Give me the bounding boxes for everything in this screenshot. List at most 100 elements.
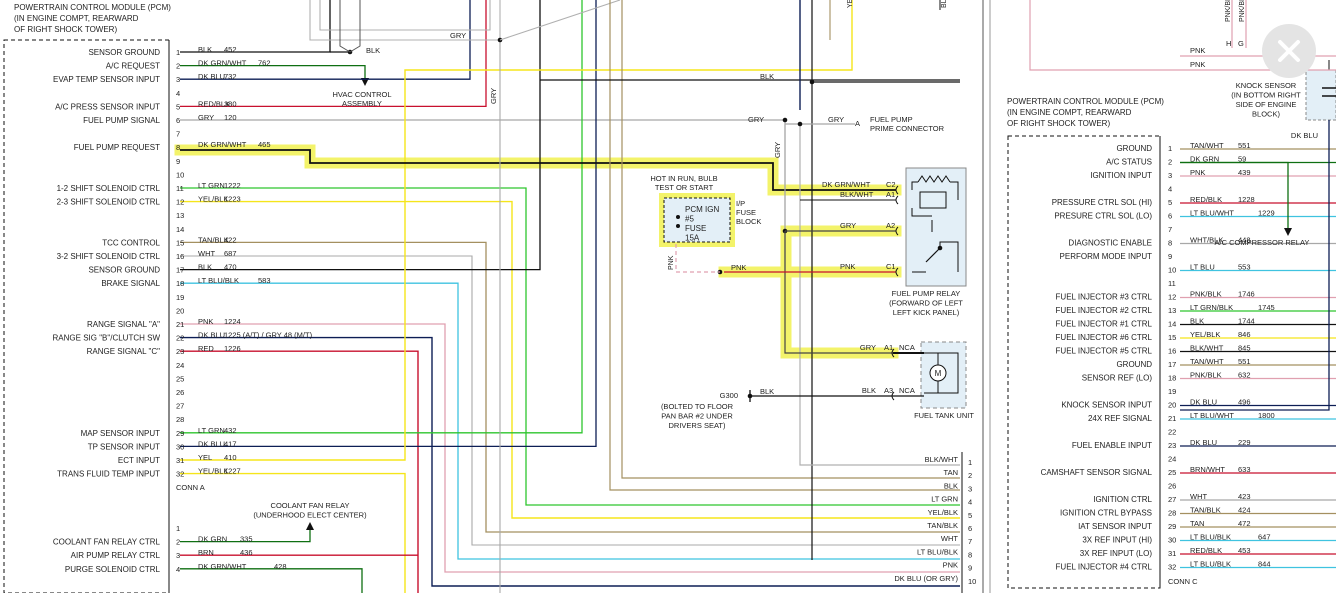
wire <box>180 323 960 573</box>
pin-label: A1 <box>886 190 895 199</box>
highlight-band <box>659 193 735 247</box>
wire-label: TAN/BLK <box>927 521 958 530</box>
pin-number: 18 <box>176 279 184 288</box>
pin-number: 1 <box>968 458 972 467</box>
pin-number: 2 <box>1168 158 1172 167</box>
ground-label: G300 <box>720 391 738 400</box>
pin-number: 2 <box>968 471 972 480</box>
pin-label: MAP SENSOR INPUT <box>81 429 161 438</box>
wire-label: BRN <box>198 548 214 557</box>
wire-label: PNK <box>1190 60 1205 69</box>
circuit-number: 1225 (A/T) / GRY 48 (M/T) <box>224 331 313 340</box>
pin-number: 3 <box>176 75 180 84</box>
circuit-number: 1745 <box>1258 303 1275 312</box>
close-x-icon <box>1278 40 1300 62</box>
circuit-number: 633 <box>1238 465 1251 474</box>
pin-number: 2 <box>176 62 180 71</box>
relay-contact <box>911 208 932 217</box>
highlight-band <box>780 225 899 359</box>
wire-label: DK GRN/WHT <box>198 562 247 571</box>
pin-number: 22 <box>176 334 184 343</box>
wire-label: BLK/WHT <box>925 455 959 464</box>
component-title: I/P <box>736 199 745 208</box>
pin-number: 4 <box>968 498 972 507</box>
pin-number: 23 <box>176 347 184 356</box>
motor-wire <box>924 352 959 394</box>
pin-label: AIR PUMP RELAY CTRL <box>71 551 161 560</box>
wire <box>180 149 896 191</box>
wire-label: PNK <box>840 262 855 271</box>
circuit-number: 632 <box>1238 371 1251 380</box>
pin-number: 27 <box>176 402 184 411</box>
wire-label: LT BLU/BLK <box>198 276 239 285</box>
wire-label: LT GRN <box>198 426 225 435</box>
pin-number: 26 <box>176 388 184 397</box>
pin-number: 3 <box>968 484 972 493</box>
pcm-title: OF RIGHT SHOCK TOWER) <box>14 25 117 34</box>
ground-note: DRIVERS SEAT) <box>669 421 726 430</box>
pin-label: COOLANT FAN RELAY CTRL <box>53 538 161 547</box>
circuit-number: 470 <box>224 263 237 272</box>
circuit-number: 551 <box>1238 141 1251 150</box>
circuit-number: 428 <box>274 562 287 571</box>
wire <box>180 282 960 560</box>
splice-dot <box>797 121 803 127</box>
pin-label: TRANS FLUID TEMP INPUT <box>57 470 160 479</box>
knock-box <box>1305 69 1336 121</box>
motor-label: M <box>935 369 942 378</box>
knock-symbol <box>1322 87 1336 97</box>
wire-label: GRY <box>773 142 782 158</box>
circuit-number: 410 <box>224 453 237 462</box>
circuit-number: 1746 <box>1238 290 1255 299</box>
circuit-number: 436 <box>240 548 253 557</box>
component-title: COOLANT FAN RELAY <box>271 501 350 510</box>
pin-label: FUEL PUMP SIGNAL <box>83 116 160 125</box>
pin-number: 28 <box>176 415 184 424</box>
pin-label: FUEL PUMP REQUEST <box>74 143 160 152</box>
wire-label: PNK <box>198 317 213 326</box>
component-title: HOT IN RUN, BULB <box>650 174 717 183</box>
pin-label: FUEL INJECTOR #3 CTRL <box>1056 293 1153 302</box>
pin-number: 20 <box>176 306 184 315</box>
wire <box>180 472 406 593</box>
pin-number: 9 <box>176 157 180 166</box>
pin-number: 18 <box>1168 374 1176 383</box>
pin-number: 1 <box>1168 144 1172 153</box>
pin-number: 13 <box>1168 306 1176 315</box>
close-button[interactable] <box>1262 24 1316 78</box>
circuit-number: 1228 <box>1238 195 1255 204</box>
pin-number: 8 <box>176 143 180 152</box>
wire-label: GRY <box>840 221 856 230</box>
wire-label: WHT <box>198 249 215 258</box>
pin-number: 9 <box>968 564 972 573</box>
pin-number: 14 <box>1168 320 1176 329</box>
component-title: PRIME CONNECTOR <box>870 124 945 133</box>
pin-label: PRESSURE CTRL SOL (HI) <box>1052 198 1153 207</box>
pin-number: 11 <box>176 184 184 193</box>
pin-number: 21 <box>176 320 184 329</box>
arrow-head <box>361 78 369 86</box>
pin-number: 29 <box>176 429 184 438</box>
circuit-number: 335 <box>240 535 253 544</box>
arrow-head <box>306 522 314 530</box>
wire-label: GRY <box>198 113 214 122</box>
component-title: SIDE OF ENGINE <box>1236 100 1297 109</box>
wire-label: LT BLU/BLK <box>1190 533 1231 542</box>
wire <box>319 0 491 31</box>
pin-label: C2 <box>886 180 896 189</box>
circuit-number: 762 <box>258 59 271 68</box>
circuit-number: 59 <box>1238 155 1246 164</box>
wire <box>180 255 960 546</box>
wire-label: LT BLU/BLK <box>1190 560 1231 569</box>
wire-label: GRY <box>860 343 876 352</box>
pin-number: 8 <box>968 550 972 559</box>
wire-label: LT BLU/WHT <box>1190 411 1234 420</box>
relay-contact <box>939 241 959 272</box>
pin-number: 29 <box>1168 522 1176 531</box>
wire-label: BLK <box>760 387 774 396</box>
wire <box>499 0 621 41</box>
pin-label: PURGE SOLENOID CTRL <box>65 565 161 574</box>
pin-number: 24 <box>1168 455 1176 464</box>
wire-label: BLK <box>366 46 380 55</box>
